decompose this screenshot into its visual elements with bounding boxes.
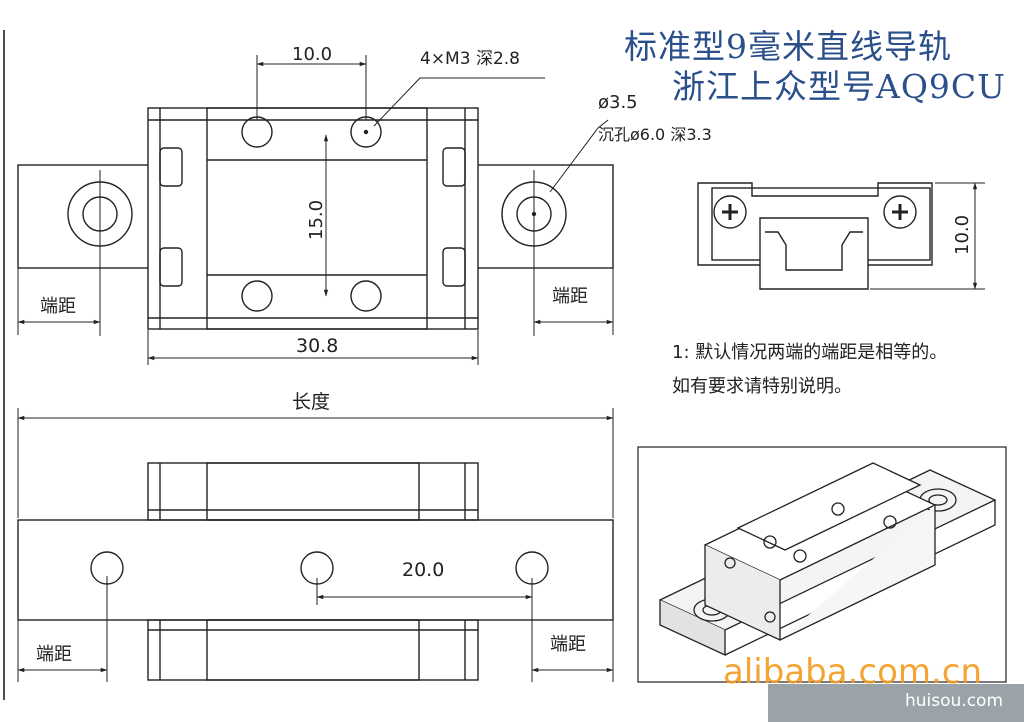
iso-view-frame: [637, 446, 1007, 683]
iso-view: [637, 446, 1007, 683]
dim-block-length: 30.8: [296, 335, 338, 357]
dim-tapped-holes: 4×M3 深2.8: [420, 49, 520, 69]
block-hole-bl: [241, 280, 273, 312]
end-view: [697, 182, 985, 290]
screw-right: [883, 195, 917, 229]
dim-total-length: 长度: [292, 391, 330, 413]
title-line-1: 标准型9毫米直线导轨: [624, 27, 952, 66]
dim-hole-diameter: ø3.5: [598, 92, 638, 113]
dim-rail-pitch: 20.0: [402, 559, 444, 581]
block-lower: [147, 619, 479, 681]
end-distance-label-tr: 端距: [552, 286, 588, 307]
huisou-watermark-bg: [768, 684, 1024, 722]
note-line-1: 1: 默认情况两端的端距是相等的。: [672, 342, 947, 363]
dim-rail-height: 10.0: [952, 215, 973, 255]
dim-counterbore: 沉孔ø6.0 深3.3: [598, 125, 712, 144]
screw-left: [713, 195, 747, 229]
huisou-watermark: huisou.com: [905, 691, 1004, 711]
block-hole-br: [350, 280, 382, 312]
end-distance-label-bl: 端距: [36, 644, 72, 665]
dim-hole-pitch: 10.0: [292, 44, 332, 65]
end-view-rail: [759, 217, 869, 290]
title-line-2: 浙江上众型号AQ9CU: [672, 67, 1006, 106]
block-upper: [147, 462, 479, 521]
end-distance-label-tl: 端距: [40, 296, 76, 317]
dim-block-height: 15.0: [306, 200, 327, 240]
note-line-2: 如有要求请特别说明。: [672, 376, 852, 397]
end-distance-label-br: 端距: [550, 634, 586, 655]
top-view: [3, 30, 614, 700]
side-view: [17, 408, 614, 682]
